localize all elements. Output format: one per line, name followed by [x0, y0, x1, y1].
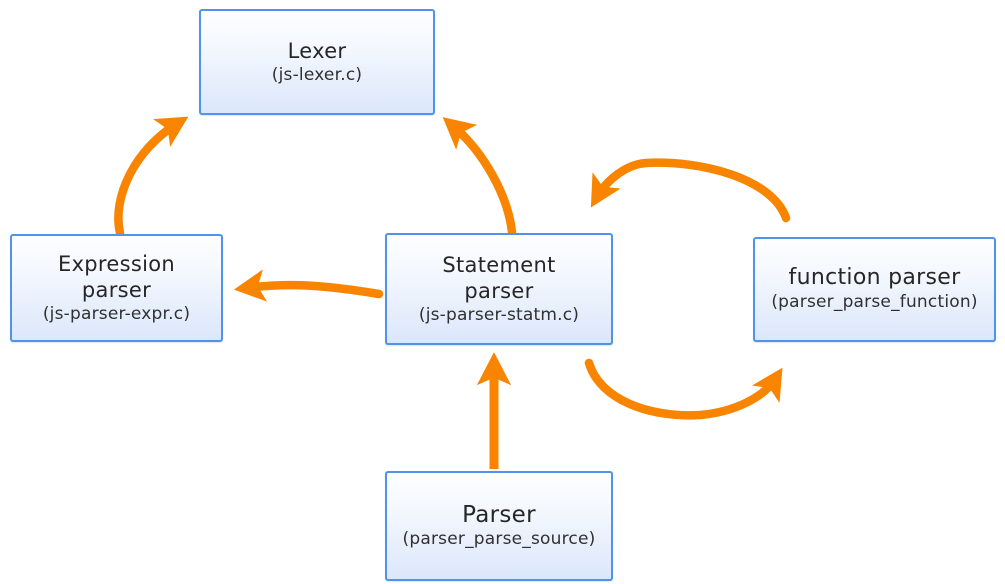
node-lexer[interactable]: Lexer (js-lexer.c)	[199, 9, 435, 115]
node-statement-parser-title: Statement parser	[442, 252, 556, 303]
edge-expression-parser-to-lexer	[114, 116, 189, 238]
node-statement-parser-subtitle: (js-parser-statm.c)	[418, 304, 580, 325]
node-expression-parser-subtitle: (js-parser-expr.c)	[42, 303, 191, 324]
edge-statement-parser-to-lexer	[442, 117, 517, 237]
node-statement-parser[interactable]: Statement parser (js-parser-statm.c)	[385, 233, 613, 345]
node-parser[interactable]: Parser (parser_parse_source)	[385, 471, 613, 581]
node-expression-parser-title: Expression parser	[58, 251, 175, 302]
edge-statement-parser-to-expression-parser	[233, 269, 384, 302]
node-parser-title: Parser	[462, 501, 536, 528]
node-expression-parser[interactable]: Expression parser (js-parser-expr.c)	[10, 234, 223, 342]
node-lexer-title: Lexer	[287, 38, 347, 63]
node-parser-subtitle: (parser_parse_source)	[402, 528, 596, 549]
node-function-parser-subtitle: (parser_parse_function)	[771, 292, 978, 312]
node-function-parser[interactable]: function parser (parser_parse_function)	[753, 237, 996, 342]
edge-function-parser-to-statement-parser	[590, 158, 791, 223]
edge-statement-parser-to-function-parser	[584, 358, 783, 420]
node-function-parser-title: function parser	[788, 265, 961, 290]
node-lexer-subtitle: (js-lexer.c)	[271, 64, 363, 85]
